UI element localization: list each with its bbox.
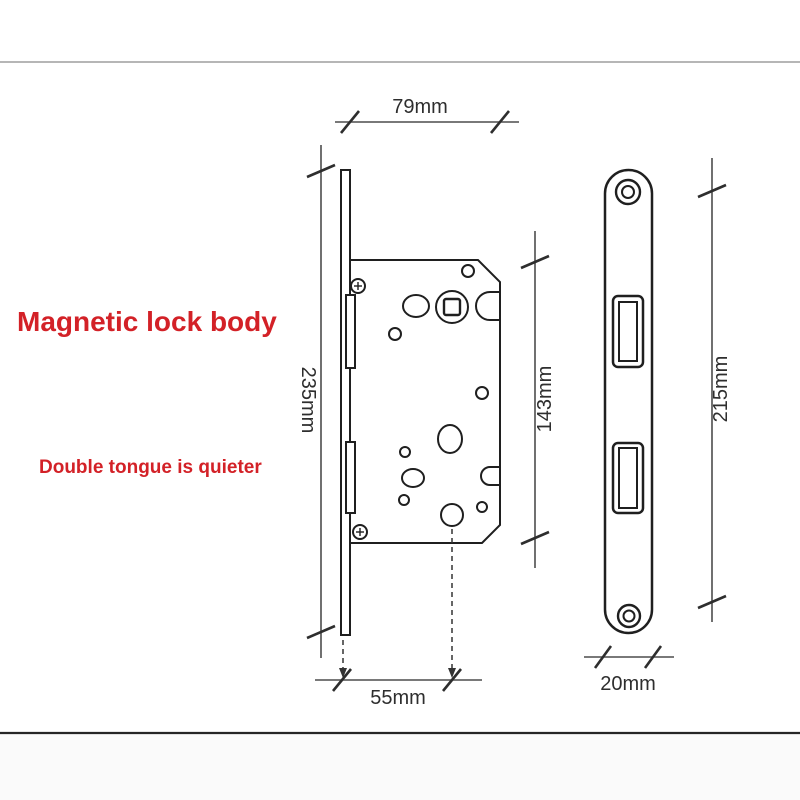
- faceplate-slot-upper: [345, 294, 356, 369]
- latch-notch-lower: [480, 466, 500, 486]
- dimension-body-height: 143mm: [520, 231, 556, 568]
- dimension-body-width: 79mm: [335, 96, 519, 134]
- dim-label-faceplate-height: 235mm: [297, 367, 319, 434]
- dimension-faceplate-height: 235mm: [297, 145, 336, 658]
- spindle-hole: [435, 290, 469, 324]
- dim-label-backset: 55mm: [370, 687, 426, 709]
- faceplate-screw-top-icon: [350, 278, 366, 294]
- faceplate-screw-bottom-icon: [352, 524, 368, 540]
- dim-label-strike-plate-height: 215mm: [710, 356, 732, 423]
- dimension-strike-plate-width: 20mm: [584, 645, 674, 695]
- strike-cutout-upper: [611, 294, 645, 369]
- drill-hole: [398, 494, 410, 506]
- faceplate-slot-lower: [345, 441, 356, 514]
- dimension-backset: 55mm: [315, 529, 482, 709]
- drill-hole: [402, 294, 430, 318]
- dimension-strike-plate-height: 215mm: [697, 158, 732, 622]
- strike-plate: [603, 168, 654, 635]
- drill-hole: [399, 446, 411, 458]
- latch-notch-upper: [475, 291, 500, 321]
- strike-cutout-lower: [611, 441, 645, 515]
- cylinder-hole: [440, 503, 464, 527]
- lock-body-assembly: [340, 169, 501, 636]
- annotation-title: Magnetic lock body: [17, 306, 277, 337]
- faceplate: [340, 169, 351, 636]
- drill-hole: [475, 386, 489, 400]
- strike-screw-top-icon: [614, 178, 642, 206]
- drill-hole: [476, 501, 488, 513]
- strike-screw-bottom-icon: [616, 603, 642, 629]
- dim-label-strike-plate-width: 20mm: [600, 673, 656, 695]
- bottom-margin-area: [0, 734, 800, 800]
- dim-label-body-width: 79mm: [392, 96, 448, 118]
- annotation-subtitle: Double tongue is quieter: [39, 457, 262, 478]
- dim-label-body-height: 143mm: [534, 366, 556, 433]
- drill-hole: [388, 327, 402, 341]
- spindle-square-hole: [442, 297, 462, 317]
- strike-plate-outline: [603, 168, 654, 635]
- drill-hole: [461, 264, 475, 278]
- drill-hole: [401, 468, 425, 488]
- drill-hole: [437, 424, 463, 454]
